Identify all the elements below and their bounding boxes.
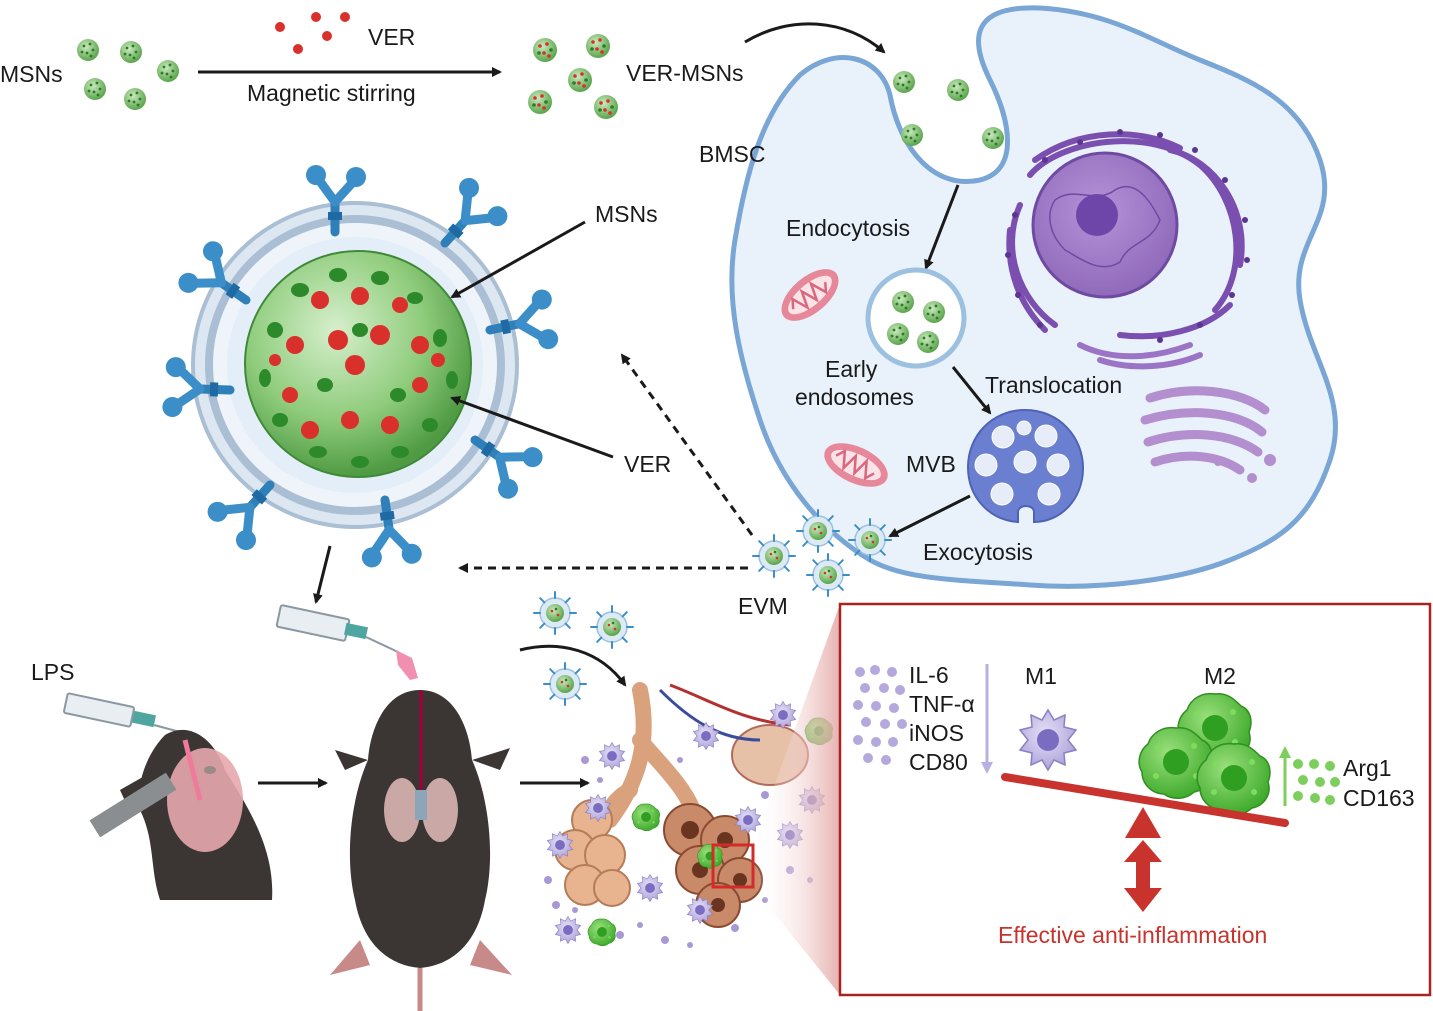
lung-cytokine-dots xyxy=(544,756,813,948)
evm-lung-particles xyxy=(533,591,634,706)
m1-cytokine-dots xyxy=(853,665,907,765)
msns-particles-top xyxy=(77,39,179,110)
m1-marker-il6: IL-6 xyxy=(909,662,949,688)
evm-cluster xyxy=(752,509,892,597)
ver-msns-particles xyxy=(528,34,618,119)
balance-beam xyxy=(1001,773,1289,827)
ver-loaded-dots xyxy=(269,287,445,439)
label-ver-msns: VER-MSNs xyxy=(626,60,744,86)
mvb xyxy=(966,408,1085,524)
lps-syringe xyxy=(63,692,181,733)
endoplasmic-reticulum xyxy=(1006,131,1245,340)
evm-syringe xyxy=(275,604,418,680)
endocytosed-particles xyxy=(893,71,1004,149)
exocytosis-arrow xyxy=(888,494,971,538)
label-m2: M2 xyxy=(1204,663,1236,689)
label-exocytosis: Exocytosis xyxy=(923,539,1033,565)
label-mvb: MVB xyxy=(906,451,956,477)
m1-marker-cd80: CD80 xyxy=(909,749,968,775)
label-magnetic-stirring: Magnetic stirring xyxy=(247,80,416,106)
label-msns-top: MSNs xyxy=(0,61,63,87)
endocytosis-arrow xyxy=(924,184,960,270)
golgi-vesicles xyxy=(1214,454,1276,483)
er-ribosome-dots xyxy=(1005,129,1250,343)
label-msns-detail: MSNs xyxy=(595,201,658,227)
m2-marker-arg1: Arg1 xyxy=(1343,755,1392,781)
dashed-arrow-up xyxy=(620,353,754,536)
early-endosome xyxy=(865,267,967,369)
to-lung-arrow xyxy=(519,644,627,687)
ver-drug-dots xyxy=(275,12,350,54)
er-lower-curls xyxy=(1077,342,1203,370)
m1-marker-tnf: TNF-α xyxy=(909,691,975,717)
ver-pointer xyxy=(450,396,614,459)
balance-double-arrow xyxy=(1124,840,1162,912)
zoom-funnel xyxy=(753,604,840,995)
msns-pointer xyxy=(450,220,586,299)
label-endosomes: endosomes xyxy=(795,384,914,410)
label-endocytosis: Endocytosis xyxy=(786,215,910,241)
golgi-apparatus xyxy=(1140,386,1270,475)
m2-marker-cd163: CD163 xyxy=(1343,785,1415,811)
mitochondrion-lower xyxy=(824,443,888,487)
m1-marker-inos: iNOS xyxy=(909,720,964,746)
label-ver-top: VER xyxy=(368,24,415,50)
label-effective-anti-inflammation: Effective anti-inflammation xyxy=(998,922,1267,948)
to-injection-arrow xyxy=(313,545,332,604)
label-lps: LPS xyxy=(31,659,74,685)
mouse-supine xyxy=(330,690,512,1011)
translocation-arrow xyxy=(951,366,992,415)
label-early: Early xyxy=(825,356,878,382)
label-m1: M1 xyxy=(1025,663,1057,689)
mouse-intubation xyxy=(89,729,273,900)
balance-fulcrum xyxy=(1125,807,1161,838)
label-translocation: Translocation xyxy=(985,372,1122,398)
msn-pores xyxy=(259,268,458,468)
label-ver-detail: VER xyxy=(624,451,671,477)
label-evm: EVM xyxy=(738,593,788,619)
to-cell-arrow xyxy=(744,22,886,54)
m2-cytokine-dots xyxy=(1293,759,1340,805)
nucleus xyxy=(1031,151,1179,299)
mitochondrion-upper xyxy=(781,269,839,321)
label-bmsc: BMSC xyxy=(699,141,765,167)
